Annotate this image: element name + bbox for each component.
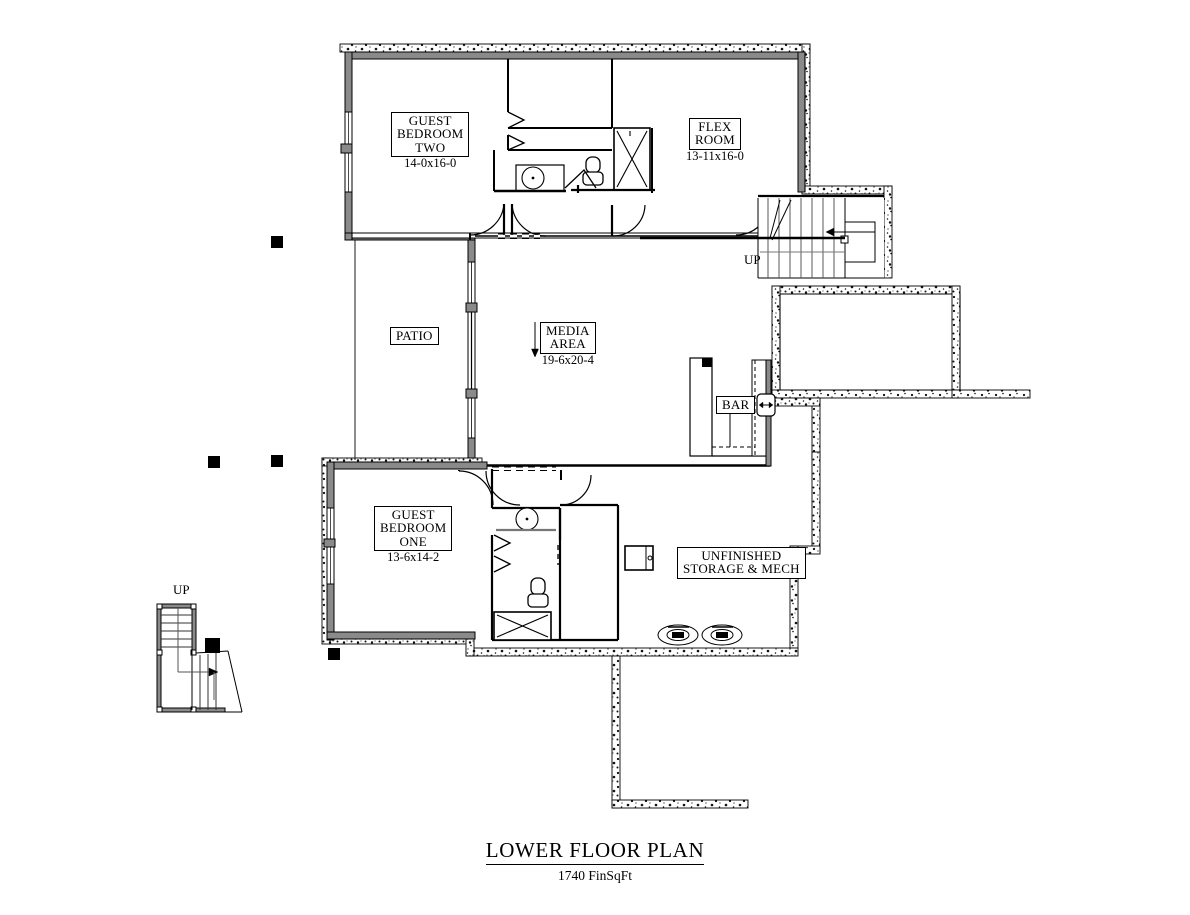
room-name-line: GUEST: [391, 507, 435, 522]
room-dimensions: 13-11x16-0: [686, 148, 744, 163]
marker-b: [208, 456, 220, 468]
point-markers: [207, 236, 340, 660]
room-dimensions: 13-6x14-2: [387, 549, 440, 564]
room-dimensions: 19-6x20-4: [541, 352, 594, 367]
room-name-line: AREA: [549, 336, 586, 352]
room-name-box: FLEX ROOM: [689, 118, 741, 150]
page-subtitle: 1740 FinSqFt: [558, 868, 632, 883]
room-label-flex-room: FLEX ROOM 13-11x16-0: [686, 118, 744, 162]
outline-accents: [351, 52, 961, 391]
room-name-box: BAR: [716, 396, 756, 415]
stair-up-label-main: UP: [744, 252, 761, 267]
room-name-line: GUEST: [408, 113, 452, 128]
stair-up-label-detail: UP: [173, 582, 190, 597]
marker-d: [328, 648, 340, 660]
stair-detail: [156, 603, 243, 713]
room-name-line: BAR: [722, 397, 750, 412]
room-name-box: GUEST BEDROOM ONE: [374, 506, 453, 551]
room-dimensions: 14-0x16-0: [404, 155, 457, 170]
room-name-box: UNFINISHED STORAGE & MECH: [677, 547, 806, 579]
lower-bath: [458, 466, 620, 642]
room-name-line: FLEX: [698, 119, 732, 134]
marker-a: [271, 236, 283, 248]
room-label-guest-bedroom-two: GUEST BEDROOM TWO 14-0x16-0: [391, 112, 470, 170]
room-name-line: ONE: [399, 533, 427, 549]
room-name-box: MEDIA AREA: [540, 322, 596, 354]
marker-c: [271, 455, 283, 467]
room-label-bar: BAR: [716, 396, 756, 415]
sheet-title-block: LOWER FLOOR PLAN 1740 FinSqFt: [0, 838, 1190, 884]
room-name-line: BEDROOM: [380, 520, 447, 536]
room-name-line: STORAGE & MECH: [683, 561, 800, 577]
room-name-line: TWO: [415, 139, 446, 155]
room-label-media-area: MEDIA AREA 19-6x20-4: [540, 322, 596, 366]
room-name-line: MEDIA: [546, 323, 590, 338]
room-name-line: ROOM: [695, 132, 735, 148]
room-name-line: PATIO: [396, 328, 433, 343]
room-label-patio: PATIO: [390, 327, 439, 346]
room-name-line: BEDROOM: [397, 126, 464, 142]
page-title: LOWER FLOOR PLAN: [485, 838, 705, 865]
storage-fixtures: [617, 545, 743, 646]
bar-area: [689, 357, 776, 457]
room-label-unfinished-storage-mech: UNFINISHED STORAGE & MECH: [677, 547, 806, 579]
room-name-box: GUEST BEDROOM TWO: [391, 112, 470, 157]
room-label-guest-bedroom-one: GUEST BEDROOM ONE 13-6x14-2: [374, 506, 453, 564]
room-name-box: PATIO: [390, 327, 439, 346]
interior-partitions: [469, 59, 771, 358]
room-name-line: UNFINISHED: [701, 548, 782, 563]
main-stair: [640, 194, 884, 279]
